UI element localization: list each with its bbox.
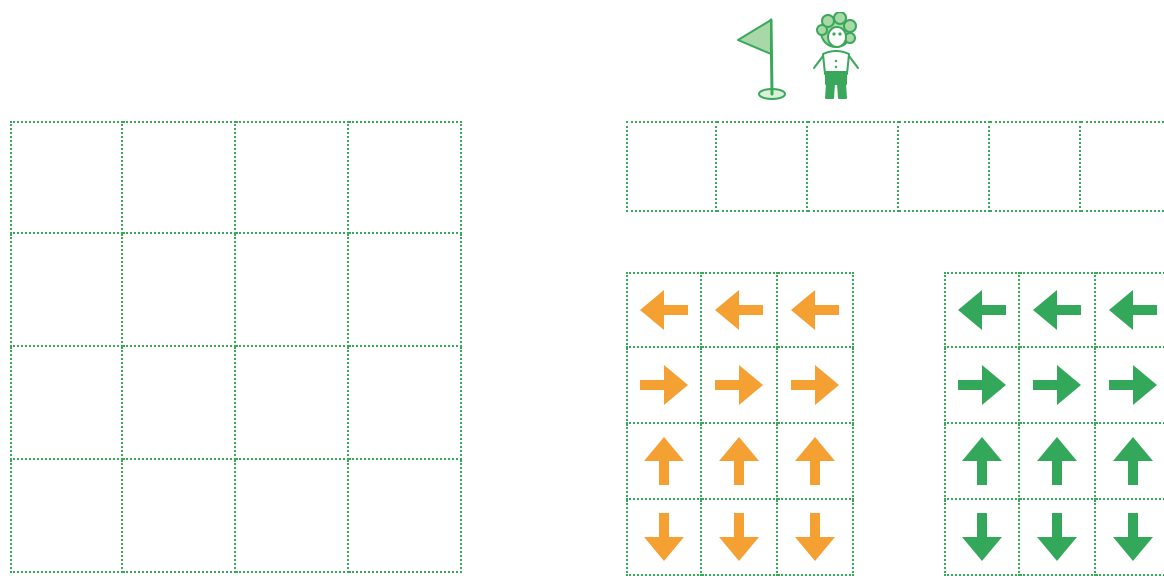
sequence-slot[interactable]	[808, 121, 899, 212]
arrow-left-icon	[1106, 283, 1160, 337]
arrow-up-icon	[712, 434, 766, 488]
arrow-down-icon	[637, 510, 691, 564]
orange-arrow-down-tile[interactable]	[778, 500, 854, 576]
arrow-down-icon	[788, 510, 842, 564]
green-arrow-left-tile[interactable]	[1020, 272, 1096, 348]
orange-arrow-up-tile[interactable]	[626, 424, 702, 500]
orange-arrow-down-tile[interactable]	[626, 500, 702, 576]
green-arrow-down-tile[interactable]	[1020, 500, 1096, 576]
arrow-up-icon	[637, 434, 691, 488]
board-cell[interactable]	[123, 460, 236, 573]
sequence-slot[interactable]	[990, 121, 1081, 212]
board-cell[interactable]	[10, 460, 123, 573]
arrow-right-icon	[637, 358, 691, 412]
sequence-slot[interactable]	[626, 121, 717, 212]
arrow-right-icon	[955, 358, 1009, 412]
arrow-left-icon	[712, 283, 766, 337]
green-arrow-right-tile[interactable]	[1020, 348, 1096, 424]
board-cell[interactable]	[349, 347, 462, 460]
board-cell[interactable]	[123, 347, 236, 460]
green-arrow-up-tile[interactable]	[1096, 424, 1164, 500]
board-cell[interactable]	[349, 234, 462, 347]
arrow-left-icon	[637, 283, 691, 337]
green-arrow-right-tile[interactable]	[944, 348, 1020, 424]
green-arrow-up-tile[interactable]	[1020, 424, 1096, 500]
arrow-up-icon	[955, 434, 1009, 488]
sequence-slot[interactable]	[717, 121, 808, 212]
green-arrow-right-tile[interactable]	[1096, 348, 1164, 424]
board-cell[interactable]	[123, 234, 236, 347]
game-board	[10, 121, 462, 573]
arrow-up-icon	[1030, 434, 1084, 488]
sequence-slot[interactable]	[1081, 121, 1164, 212]
character-icon	[806, 12, 866, 102]
arrow-right-icon	[788, 358, 842, 412]
board-cell[interactable]	[349, 121, 462, 234]
command-sequence	[626, 121, 1164, 212]
orange-arrow-left-tile[interactable]	[778, 272, 854, 348]
orange-arrow-right-tile[interactable]	[626, 348, 702, 424]
sequence-slot[interactable]	[899, 121, 990, 212]
orange-arrow-right-tile[interactable]	[778, 348, 854, 424]
arrow-up-icon	[788, 434, 842, 488]
flag-icon	[734, 14, 790, 102]
board-cell[interactable]	[349, 460, 462, 573]
green-arrow-palette	[944, 272, 1164, 576]
board-cell[interactable]	[10, 121, 123, 234]
arrow-down-icon	[1030, 510, 1084, 564]
board-cell[interactable]	[236, 460, 349, 573]
arrow-down-icon	[1106, 510, 1160, 564]
arrow-up-icon	[1106, 434, 1160, 488]
board-cell[interactable]	[10, 347, 123, 460]
board-cell[interactable]	[236, 121, 349, 234]
arrow-left-icon	[1030, 283, 1084, 337]
orange-arrow-up-tile[interactable]	[702, 424, 778, 500]
orange-arrow-palette	[626, 272, 854, 576]
arrow-left-icon	[955, 283, 1009, 337]
board-cell[interactable]	[236, 234, 349, 347]
board-cell[interactable]	[236, 347, 349, 460]
arrow-right-icon	[1030, 358, 1084, 412]
arrow-down-icon	[955, 510, 1009, 564]
orange-arrow-down-tile[interactable]	[702, 500, 778, 576]
board-cell[interactable]	[123, 121, 236, 234]
arrow-down-icon	[712, 510, 766, 564]
orange-arrow-left-tile[interactable]	[702, 272, 778, 348]
orange-arrow-up-tile[interactable]	[778, 424, 854, 500]
green-arrow-down-tile[interactable]	[1096, 500, 1164, 576]
orange-arrow-left-tile[interactable]	[626, 272, 702, 348]
green-arrow-up-tile[interactable]	[944, 424, 1020, 500]
green-arrow-left-tile[interactable]	[944, 272, 1020, 348]
green-arrow-left-tile[interactable]	[1096, 272, 1164, 348]
orange-arrow-right-tile[interactable]	[702, 348, 778, 424]
arrow-right-icon	[1106, 358, 1160, 412]
board-cell[interactable]	[10, 234, 123, 347]
green-arrow-down-tile[interactable]	[944, 500, 1020, 576]
arrow-left-icon	[788, 283, 842, 337]
arrow-right-icon	[712, 358, 766, 412]
